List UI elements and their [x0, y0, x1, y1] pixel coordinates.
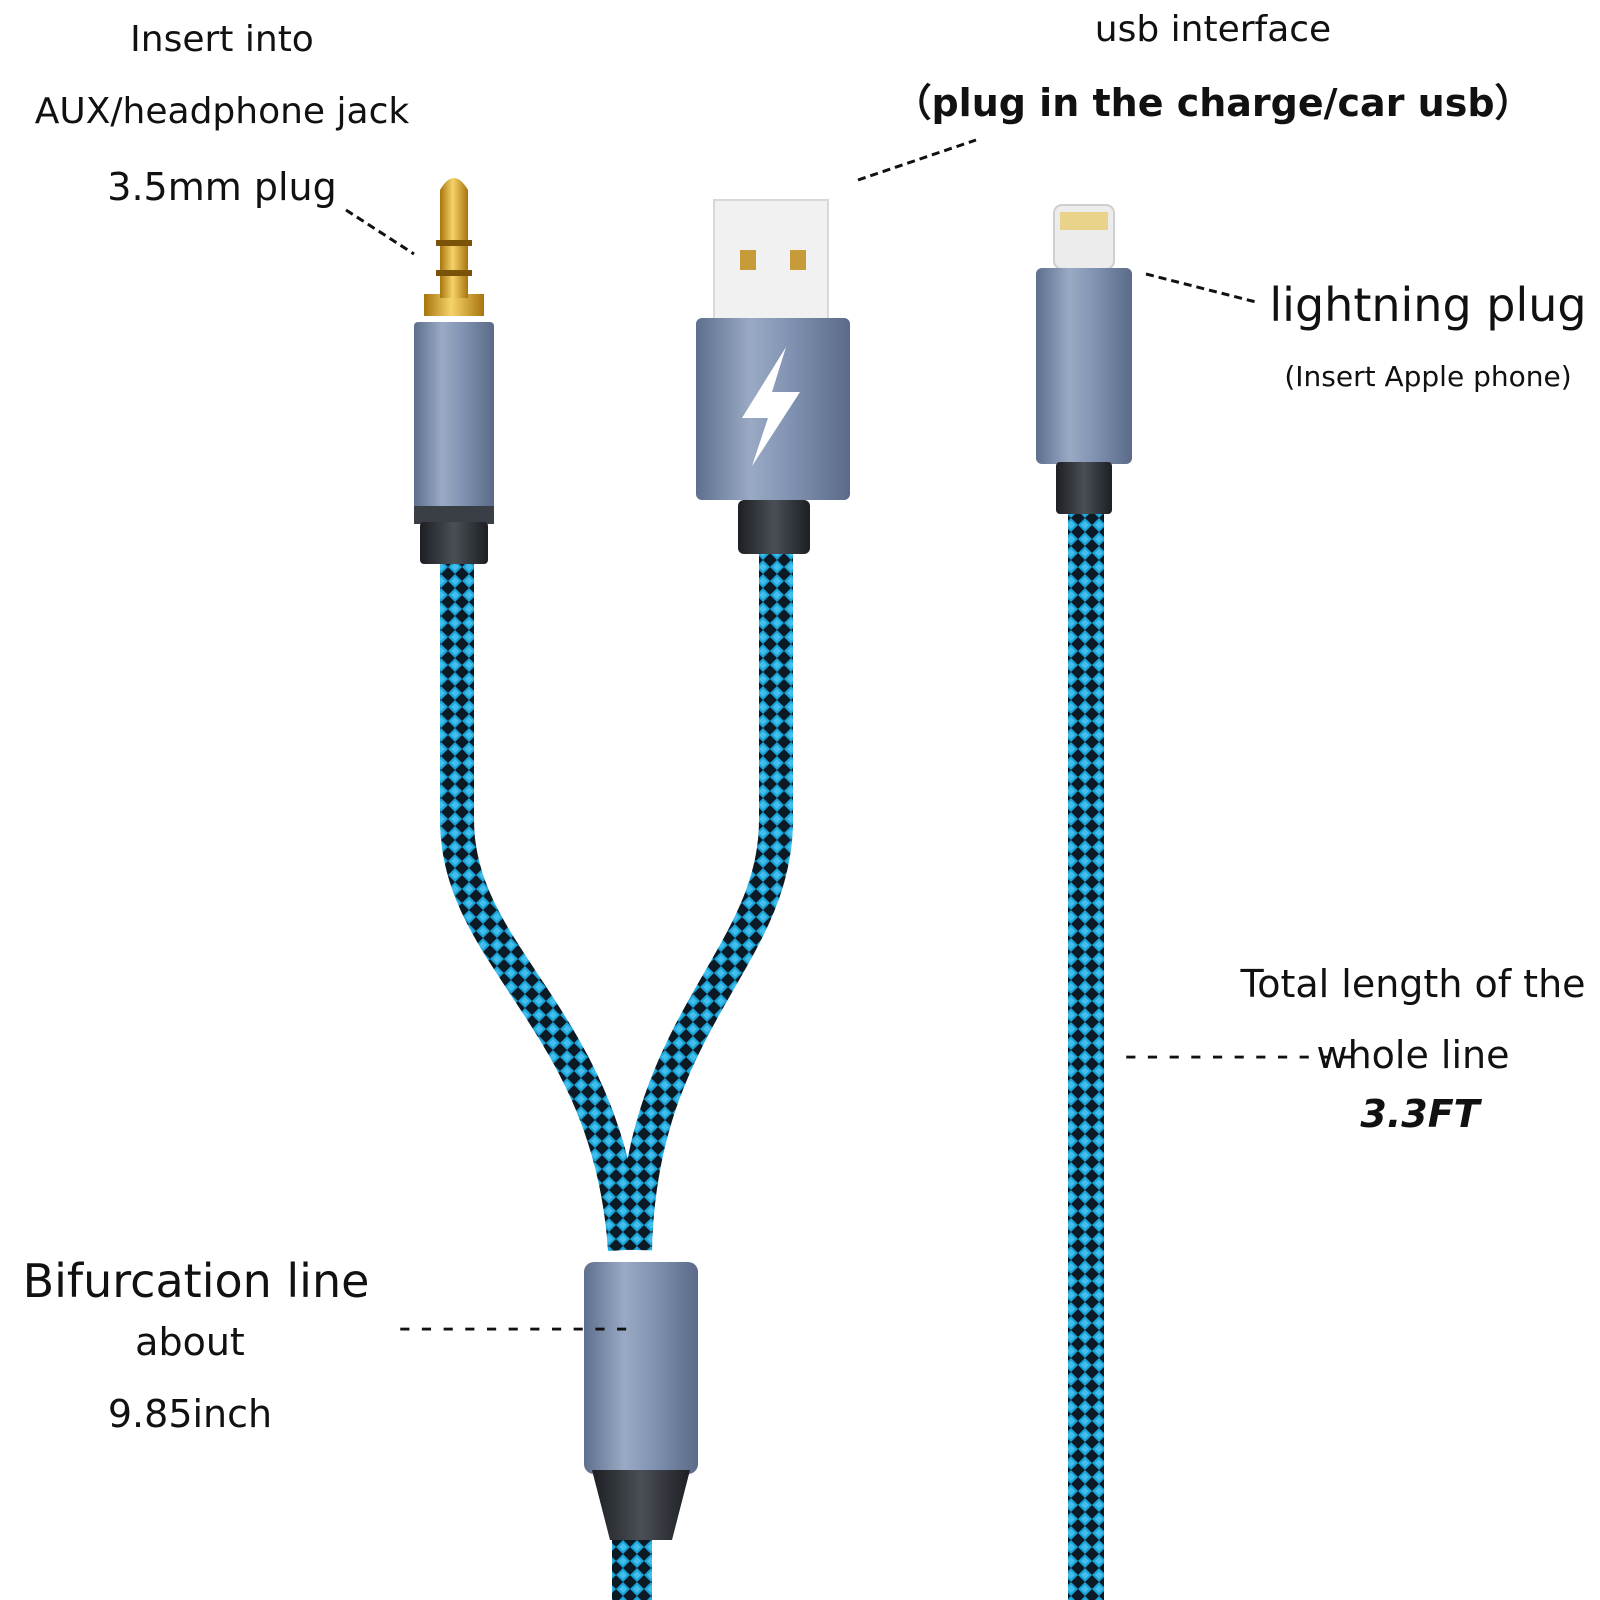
usb-plug-note: （plug in the charge/car usb） [893, 81, 1533, 125]
splitter [584, 1262, 698, 1540]
main-cable [612, 1530, 652, 1600]
total-length-leader: ----------- [1120, 1035, 1359, 1076]
aux-jack-label: AUX/headphone jack [34, 91, 410, 132]
plug-35mm-label: 3.5mm plug [107, 165, 337, 209]
aux-cable [440, 560, 642, 1252]
lightning-plug [1036, 204, 1132, 514]
total-length-label-2: whole line [1316, 1033, 1510, 1077]
aux-plug [414, 178, 494, 564]
bifurcation-leader: ----------- [394, 1307, 633, 1348]
bifurcation-label: Bifurcation line [22, 1254, 370, 1308]
lightning-bolt-icon [742, 347, 800, 466]
lightning-plug-label: lightning plug [1269, 278, 1587, 332]
total-length-value: 3.3FT [1360, 1092, 1480, 1136]
leader-lightning [1145, 272, 1257, 304]
usb-interface-label: usb interface [1094, 9, 1332, 50]
usb-cable [618, 550, 793, 1251]
leader-usb [857, 138, 977, 182]
total-length-label-1: Total length of the [1240, 962, 1586, 1006]
lightning-note: (Insert Apple phone) [1284, 360, 1572, 393]
insert-into-label: Insert into [130, 19, 314, 60]
bifurcation-about: about [135, 1320, 245, 1364]
lightning-cable [1068, 510, 1104, 1600]
leader-35mm [345, 208, 415, 256]
bifurcation-value: 9.85inch [107, 1392, 273, 1436]
usb-plug [696, 199, 850, 554]
